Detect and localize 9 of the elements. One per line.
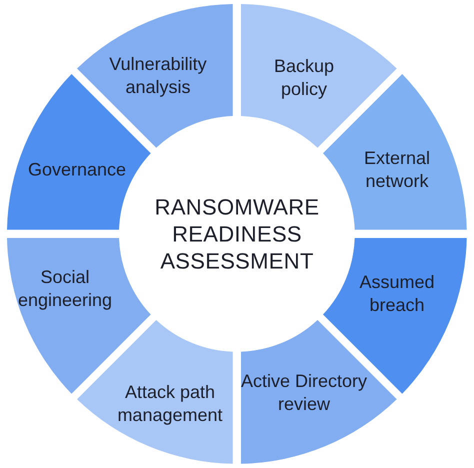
- segment-label: External network: [362, 146, 431, 193]
- center-title: RANSOMWARE READINESS ASSESSMENT: [154, 194, 320, 274]
- segment-label: Backup policy: [272, 54, 335, 101]
- segment-label: Attack path management: [116, 380, 224, 427]
- segment-label: Vulnerability analysis: [108, 52, 208, 99]
- segment-label: Social engineering: [16, 266, 114, 312]
- segment-label: Assumed breach: [358, 270, 436, 317]
- segment-label: Active Directory review: [240, 370, 368, 416]
- segment-label: Governance: [26, 158, 128, 182]
